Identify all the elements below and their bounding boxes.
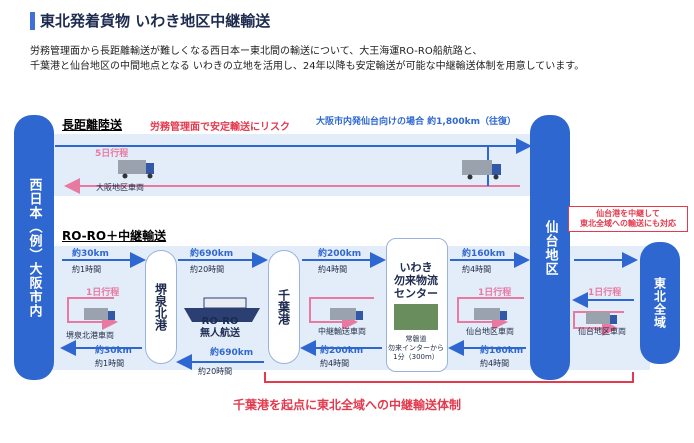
ship-ret-km: 約690km xyxy=(210,348,254,358)
seg2-ret-time: 約4時間 xyxy=(320,359,350,368)
seg4-vehicle: 仙台地区車両 xyxy=(578,327,626,336)
sakai-port-node: 堺泉北港 xyxy=(145,250,177,364)
west-japan-pillar: 西日本（例）大阪市内 xyxy=(14,115,54,380)
ship-out-km: 約690km xyxy=(190,249,234,259)
seg1-ret-km: 約30km xyxy=(95,346,132,356)
tohoku-pillar: 東北全域 xyxy=(640,242,680,364)
chiba-port-node: 千葉港 xyxy=(268,250,300,364)
relay-truck-icon xyxy=(330,308,363,320)
tohoku-label: 東北全域 xyxy=(652,277,667,329)
sendai-note: 仙台港を中継して 東北全域への輸送にも対応 xyxy=(568,206,688,232)
five-day-label: 5日行程 xyxy=(95,149,129,159)
seg3-ret-time: 約4時間 xyxy=(480,359,510,368)
seg3-vehicle: 仙台地区車両 xyxy=(466,327,514,336)
long-distance-arrows xyxy=(55,138,532,194)
ship-ret-time: 約20時間 xyxy=(198,367,233,376)
iwaki-center-title: いわき 勿来物流 センター xyxy=(394,261,438,300)
seg3-ret-km: 約160km xyxy=(480,346,524,356)
page-title: 東北発着貨物 いわき地区中継輸送 xyxy=(40,12,271,30)
long-distance-truck-icon xyxy=(462,160,501,180)
long-distance-route: 大阪市内発仙台向けの場合 約1,800km（往復） xyxy=(316,117,516,127)
west-japan-label: 西日本（例）大阪市内 xyxy=(26,177,42,318)
roro-ship-icon xyxy=(184,297,260,322)
iwaki-caption: 常磐道 勿来インターから 1分（300m） xyxy=(388,335,444,361)
title-accent-bar xyxy=(30,12,35,30)
seg2-out-time: 約4時間 xyxy=(318,265,348,274)
intro-line-1: 労務管理面から長距離輸送が難しくなる西日本ー東北間の輸送について、大王海運RO-… xyxy=(30,46,483,57)
seg1-out-time: 約1時間 xyxy=(72,265,102,274)
seg1-out-km: 約30km xyxy=(72,249,109,259)
seg4-days: 1日行程 xyxy=(588,288,622,298)
osaka-vehicle-label: 大阪地区車両 xyxy=(96,183,144,192)
chiba-port-label: 千葉港 xyxy=(276,289,291,325)
seg3-out-time: 約4時間 xyxy=(462,265,492,274)
bottom-caption: 千葉港を起点に東北全域への中継輸送体制 xyxy=(232,398,461,412)
seg2-ret-km: 約200km xyxy=(320,346,364,356)
sendai-label: 仙台地区 xyxy=(542,219,558,276)
seg3-days: 1日行程 xyxy=(478,288,512,298)
ship-label: RO-RO 無人航送 xyxy=(200,316,240,340)
seg1-vehicle: 堺泉北港車両 xyxy=(66,331,114,340)
sendai-truck-icon xyxy=(474,308,507,320)
bottom-bracket xyxy=(264,372,634,383)
intro-line-2: 千葉港と仙台地区の中間地点となる いわきの立地を活用し、24年以降も安定輸送が可… xyxy=(30,61,585,72)
osaka-truck-icon xyxy=(118,160,154,179)
seg3-out-km: 約160km xyxy=(462,249,506,259)
ship-label-2: 無人航送 xyxy=(200,328,240,339)
sendai-pillar: 仙台地区 xyxy=(530,115,570,380)
ship-label-1: RO-RO xyxy=(201,316,239,327)
ship-out-time: 約20時間 xyxy=(190,265,225,274)
seg2-vehicle: 中継輸送車両 xyxy=(318,327,366,336)
risk-label: 労務管理面で安定輸送にリスク xyxy=(150,122,290,133)
intro-text: 労務管理面から長距離輸送が難しくなる西日本ー東北間の輸送について、大王海運RO-… xyxy=(30,44,584,74)
roro-header: RO-RO＋中継輸送 xyxy=(62,229,167,243)
sendai-truck-2-icon xyxy=(586,312,617,324)
long-distance-header: 長距離陸送 xyxy=(62,118,123,132)
seg2-out-km: 約200km xyxy=(318,249,362,259)
seg1-days: 1日行程 xyxy=(86,288,120,298)
iwaki-aerial-photo xyxy=(394,304,438,330)
sakai-truck-icon xyxy=(84,308,115,320)
seg1-ret-time: 約1時間 xyxy=(95,359,125,368)
roro-arrows xyxy=(60,252,638,370)
sakai-port-label: 堺泉北港 xyxy=(153,283,168,331)
